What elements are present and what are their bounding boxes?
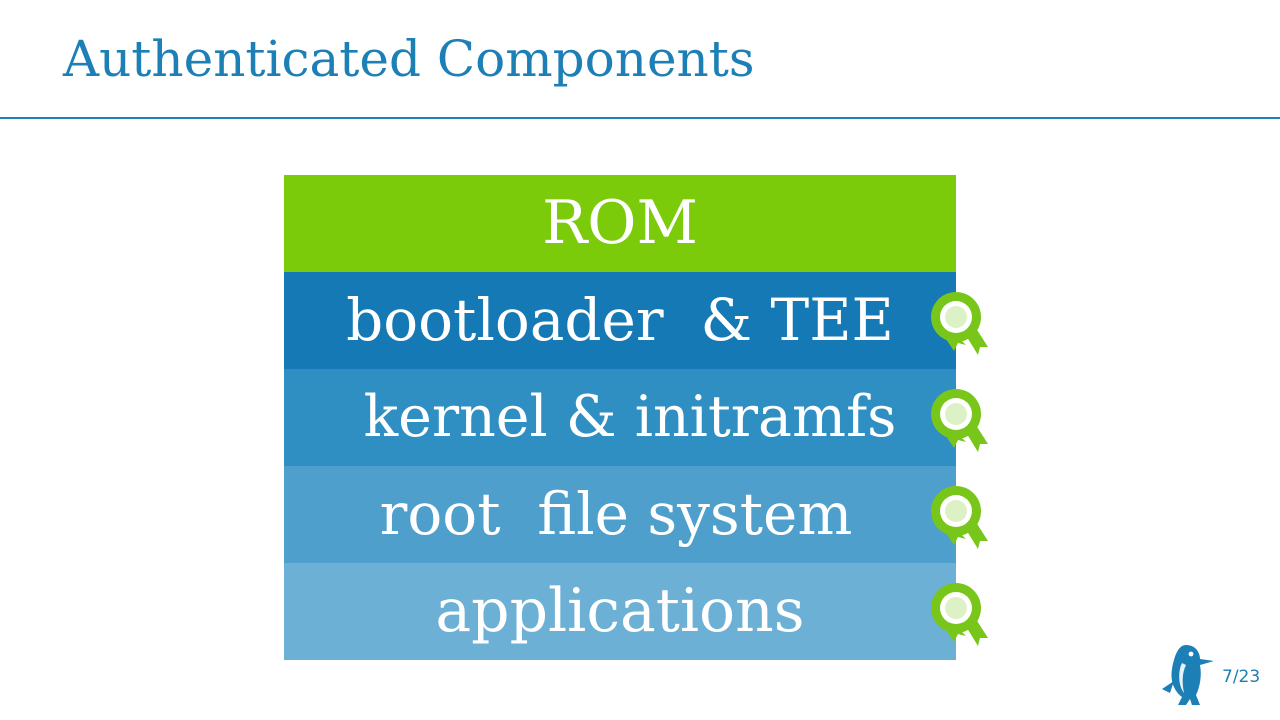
layer-label: bootloader & TEE — [346, 286, 894, 354]
award-badge-icon — [931, 388, 988, 452]
award-badge-icon — [931, 291, 988, 355]
award-badge-icon — [931, 485, 988, 549]
layer-bootloader-tee: bootloader & TEE — [284, 272, 988, 369]
penguin-logo-icon — [1162, 645, 1214, 705]
component-stack: ROM bootloader & TEE kernel & initramfs — [284, 175, 988, 660]
layer-label: ROM — [542, 188, 698, 258]
layer-kernel-initramfs: kernel & initramfs — [284, 369, 988, 466]
layer-label: kernel & initramfs — [363, 384, 897, 450]
award-badge-icon — [931, 582, 988, 646]
title-divider — [0, 117, 1280, 119]
layer-applications: applications — [284, 563, 988, 660]
layer-label: root file system — [379, 480, 853, 548]
layer-label: applications — [435, 576, 805, 646]
layer-rom: ROM — [284, 175, 956, 272]
layer-root-file-system: root file system — [284, 466, 988, 563]
slide-title: Authenticated Components — [63, 30, 755, 88]
page-number: 7/23 — [1222, 667, 1261, 687]
